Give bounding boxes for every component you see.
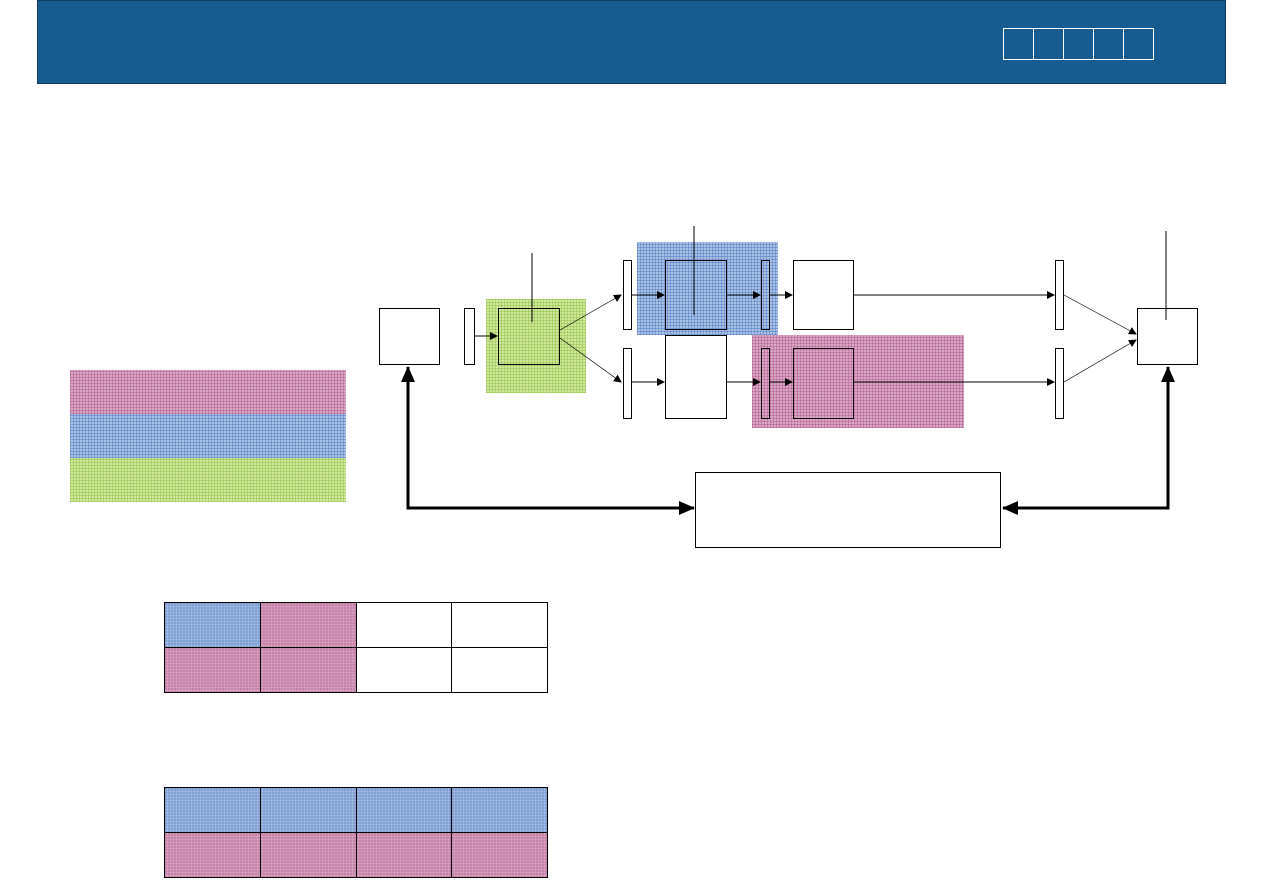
table-cell — [164, 602, 261, 648]
table-cell — [355, 832, 453, 878]
table-row — [164, 602, 548, 648]
table-cell — [259, 787, 357, 833]
table-row — [164, 832, 548, 878]
table-cell — [164, 832, 261, 878]
right-block — [1137, 308, 1198, 365]
arrow-green-to-bottom — [559, 337, 622, 383]
arrow-merge-bottom-to-right — [1063, 339, 1137, 383]
split-bar-top — [623, 260, 632, 330]
bottom-block — [695, 472, 1001, 548]
arrowhead-bottom-left — [679, 501, 695, 515]
table-cell — [451, 647, 548, 693]
mid-lower-block — [665, 335, 727, 419]
upper-output-block — [793, 260, 854, 330]
table-cell — [164, 647, 261, 693]
table-cell — [451, 787, 548, 833]
legend-stripe-blue — [70, 414, 346, 458]
left-block — [379, 308, 440, 365]
nav-cell-1[interactable] — [1004, 29, 1034, 59]
left-bar — [464, 308, 475, 365]
table-1 — [164, 602, 548, 693]
bar-blue-out — [761, 260, 770, 330]
arrow-bottom-to-left — [401, 366, 694, 510]
arrow-merge-top-to-right — [1063, 294, 1137, 335]
nav-cell-2[interactable] — [1034, 29, 1064, 59]
split-bar-bottom — [623, 348, 632, 419]
table-cell — [355, 602, 453, 648]
green-block — [498, 308, 560, 365]
table-cell — [451, 602, 548, 648]
blue-region — [637, 242, 778, 335]
table-cell — [355, 647, 453, 693]
table-cell — [259, 602, 357, 648]
table-cell — [451, 832, 548, 878]
blue-block — [665, 260, 727, 330]
legend-stripe-pink — [70, 370, 346, 414]
merge-bar-bottom — [1055, 348, 1064, 419]
arrow-bottom-to-right — [1003, 366, 1175, 510]
header-nav — [1003, 28, 1154, 60]
table-row — [164, 787, 548, 833]
nav-cell-3[interactable] — [1064, 29, 1094, 59]
pink-block — [793, 348, 854, 419]
bar-pink-in — [761, 348, 770, 419]
table-cell — [164, 787, 261, 833]
table-cell — [259, 647, 357, 693]
table-2 — [164, 787, 548, 878]
header-bar — [37, 0, 1226, 84]
arrowhead-bottom-right — [1002, 501, 1018, 515]
arrow-green-to-top — [559, 294, 622, 331]
nav-cell-4[interactable] — [1094, 29, 1124, 59]
green-region — [486, 299, 586, 393]
merge-bar-top — [1055, 260, 1064, 330]
table-row — [164, 647, 548, 693]
table-cell — [355, 787, 453, 833]
table-cell — [259, 832, 357, 878]
legend-stripe-green — [70, 458, 346, 502]
